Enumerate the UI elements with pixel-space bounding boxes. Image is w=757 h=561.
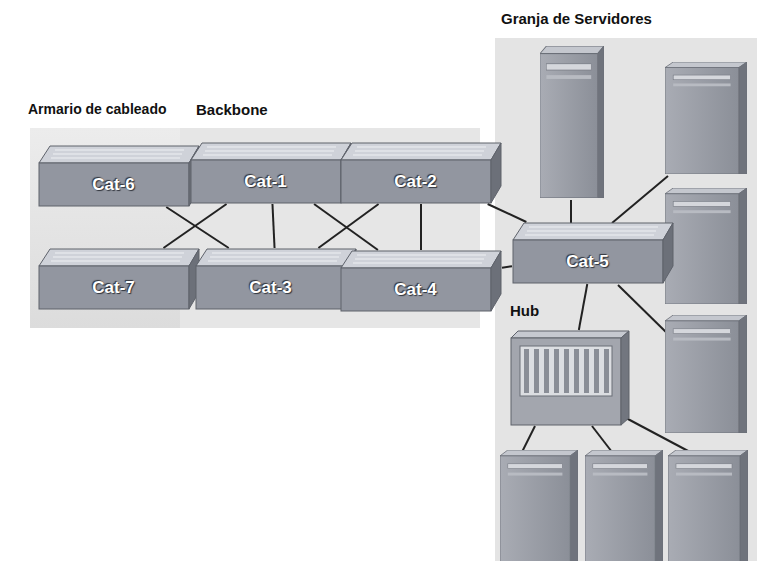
network-switch: Cat-7 [38, 248, 200, 310]
switch-label: Cat-6 [38, 145, 189, 207]
hub-body [510, 330, 630, 426]
switch-label: Cat-4 [340, 250, 491, 312]
group-heading: Armario de cableado [28, 101, 167, 117]
switch-label: Cat-5 [512, 222, 663, 284]
network-hub: Hub [510, 330, 630, 426]
network-switch: Cat-4 [340, 250, 502, 312]
network-switch: Cat-1 [190, 142, 352, 204]
network-switch: Cat-6 [38, 145, 200, 207]
servers [500, 46, 748, 561]
group-panel: Cat-6Cat-7Armario de cableado [30, 128, 180, 328]
group-heading: Hub [510, 302, 539, 319]
network-link [272, 204, 274, 248]
switch-label: Cat-1 [190, 142, 341, 204]
network-link [163, 204, 226, 248]
group-panel: Cat-5HubGranja de Servidores [495, 38, 757, 561]
switch-label: Cat-3 [195, 248, 346, 310]
group-heading: Granja de Servidores [501, 10, 652, 27]
network-switch: Cat-3 [195, 248, 357, 310]
network-link [488, 204, 527, 222]
network-link [579, 284, 587, 330]
network-link [502, 266, 512, 268]
network-switch: Cat-5 [512, 222, 674, 284]
network-link [314, 204, 378, 250]
group-heading: Backbone [196, 101, 268, 118]
switch-label: Cat-2 [340, 142, 491, 204]
switch-label: Cat-7 [38, 248, 189, 310]
network-link [166, 207, 228, 248]
network-link [420, 204, 422, 250]
network-link [318, 204, 378, 248]
group-panel: Cat-1Cat-2Cat-3Cat-4Backbone [180, 128, 480, 328]
network-switch: Cat-2 [340, 142, 502, 204]
